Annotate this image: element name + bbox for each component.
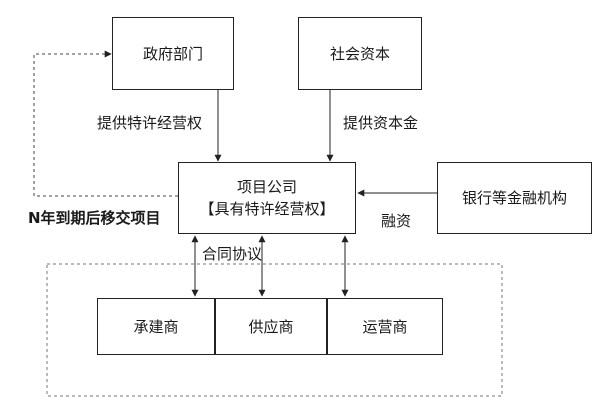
project-company-sublabel: 【具有特许经营权】: [199, 200, 335, 218]
capital-arrow-label: 提供资本金: [343, 114, 419, 132]
operator-label: 运营商: [362, 317, 408, 336]
bank-box: 银行等金融机构: [437, 162, 592, 234]
social-capital-label: 社会资本: [329, 44, 390, 63]
gov-arrow-label: 提供特许经营权: [97, 114, 203, 132]
operator-box: 运营商: [327, 298, 443, 355]
project-company-box: 项目公司 【具有特许经营权】: [178, 162, 356, 234]
bank-label: 银行等金融机构: [461, 189, 567, 207]
finance-label: 融资: [381, 212, 412, 230]
supplier-label: 供应商: [248, 317, 294, 336]
project-company-label: 项目公司: [236, 178, 297, 196]
transfer-label: N年到期后移交项目: [28, 209, 161, 227]
builder-label: 承建商: [133, 317, 179, 336]
social-capital-box: 社会资本: [298, 17, 422, 90]
contract-label: 合同协议: [202, 245, 263, 263]
gov-department-label: 政府部门: [142, 44, 203, 63]
gov-department-box: 政府部门: [112, 17, 234, 90]
builder-box: 承建商: [97, 298, 215, 355]
arrow-transfer-to-gov: [33, 50, 178, 197]
supplier-box: 供应商: [215, 298, 327, 355]
